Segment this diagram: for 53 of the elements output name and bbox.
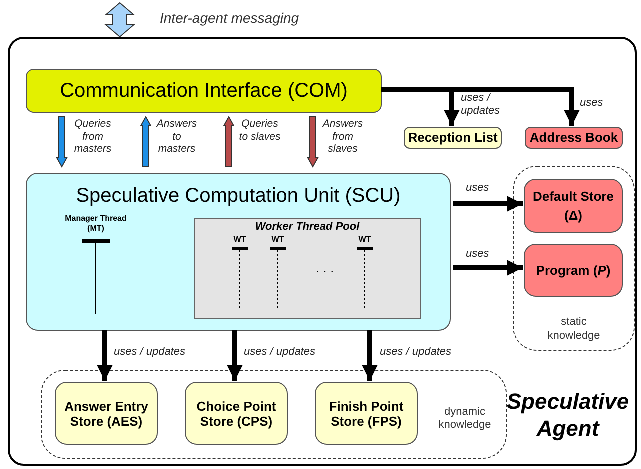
arrow [227,330,243,381]
store-box [315,382,418,445]
edge-label: uses [580,96,604,111]
block-arrow [104,2,136,38]
thread-label: WT [270,234,286,246]
knowledge-group [41,370,507,459]
edge-label: uses / updates [244,345,317,360]
store-box [524,244,623,297]
agent-title: Speculative Agent [506,388,630,442]
arrow [362,330,378,381]
thread-label: WT [232,234,248,246]
store-box [404,127,502,149]
agent-container [8,37,637,466]
edge-label: Answers to masters [156,118,198,156]
block-arrow [307,116,319,168]
store-label: Reception List [408,129,498,148]
block-arrow [223,116,235,168]
store-box [185,382,288,445]
unit-title: Speculative Computation Unit (SCU) [76,184,401,209]
store-label: Default Store (Δ) [532,188,615,225]
interface-box [26,69,382,113]
store-label: Answer Entry Store (AES) [64,398,150,428]
thread-label: WT [358,234,372,246]
store-label: Address Book [530,129,618,148]
edge-label: uses [466,247,490,262]
interface-title: Communication Interface (COM) [60,79,348,104]
thread-label: Manager Thread (MT) [64,214,128,234]
knowledge-group [513,166,635,351]
edge-label: uses / updates [114,345,187,360]
store-label: Finish Point Store (FPS) [328,398,405,428]
group-caption: dynamic knowledge [438,406,492,432]
edge-label: Inter-agent messaging [160,9,300,28]
edge-label: Queries from masters [73,118,113,156]
unit-box [26,173,451,331]
edge-label: uses / updates [461,92,502,118]
ellipsis-text: · · · [314,263,336,280]
edge-label: uses / updates [380,345,453,360]
block-arrow [140,116,152,168]
store-box [55,382,158,445]
arrow [97,330,113,381]
pool-title: Worker Thread Pool [255,220,360,236]
pool-box [194,218,421,319]
arrow [453,260,523,276]
arrow [453,196,523,212]
store-box [525,127,623,149]
edge-label: Answers from slaves [322,118,364,156]
edge-label: uses [466,181,490,196]
block-arrow [56,116,68,168]
store-box [524,179,623,233]
edge-label: Queries to slaves [238,118,282,143]
store-label: Choice Point Store (CPS) [196,398,278,428]
group-caption: static knowledge [546,315,602,343]
store-label: Program (P) [536,262,611,280]
